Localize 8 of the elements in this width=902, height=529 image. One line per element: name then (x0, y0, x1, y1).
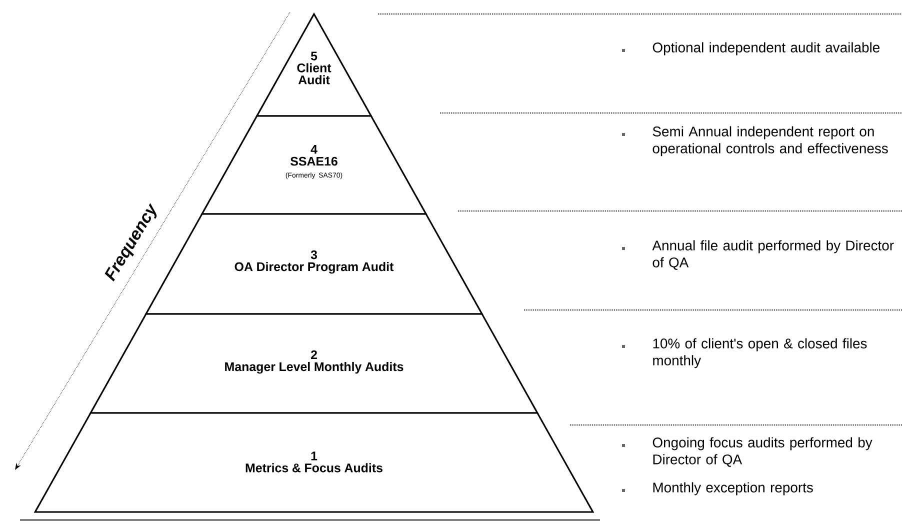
bullet-text: Optional independent audit available (652, 42, 880, 56)
bullet-text: 10% of client's open & closed files monthly (653, 338, 867, 368)
node-label: 1 (311, 452, 318, 460)
bullet-text: Semi Annual independent report on operational controls and effectiveness (652, 126, 888, 156)
bullet-text: Monthly exception reports (653, 482, 813, 496)
bullet-text: Annual file audit performed by Director of QA (652, 240, 894, 270)
node-label: Metrics & Focus Audits (246, 463, 382, 472)
bullet-text: Ongoing focus audits performed by Director of QA (652, 437, 872, 467)
